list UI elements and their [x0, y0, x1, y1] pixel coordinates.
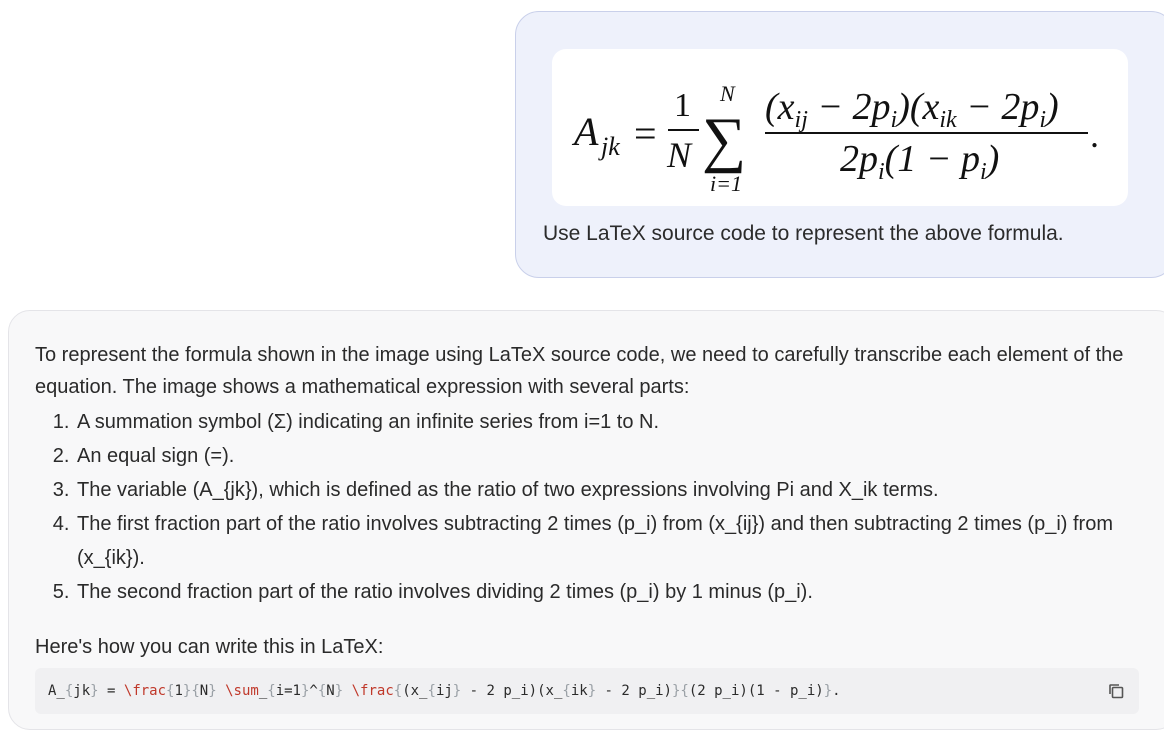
assistant-intro: To represent the formula shown in the im…	[35, 344, 1124, 398]
code-token	[343, 683, 351, 699]
formula-equals: =	[634, 111, 657, 156]
code-token: _	[258, 683, 268, 699]
code-token: (x_	[402, 683, 428, 699]
user-message-text: Use LaTeX source code to represent the a…	[543, 222, 1064, 245]
formula-denominator: 2pi(1 − pi)	[840, 138, 999, 185]
list-item: The variable (A_{jk}), which is defined …	[75, 473, 1145, 507]
code-token: N	[199, 683, 209, 699]
code-token: {	[427, 683, 436, 699]
code-token: N	[326, 683, 335, 699]
assistant-message: To represent the formula shown in the im…	[8, 310, 1164, 730]
steps-list: A summation symbol (Σ) indicating an inf…	[35, 405, 1145, 609]
code-token: =	[98, 683, 124, 699]
code-token: {	[64, 683, 74, 699]
code-token: {	[166, 683, 175, 699]
code-token: }{	[671, 683, 689, 699]
formula-sum-upper: N	[719, 81, 736, 106]
code-token: (2 p_i)(1 - p_i)	[688, 683, 824, 699]
code-token: }	[300, 683, 310, 699]
code-token: i=1	[275, 683, 301, 699]
code-token: - 2 p_i)	[596, 683, 672, 699]
code-token: {	[317, 683, 327, 699]
formula-image: A jk = 1 N N ∑ i=1 (xij − 2pi)(xik − 2pi…	[552, 49, 1128, 206]
code-token: }	[90, 683, 99, 699]
code-token: {	[267, 683, 276, 699]
code-token: }	[587, 683, 597, 699]
code-token: ij	[435, 683, 453, 699]
list-item: An equal sign (=).	[75, 439, 1145, 473]
formula-period: .	[1090, 115, 1099, 155]
code-token: 1	[174, 683, 183, 699]
code-token: - 2 p_i)(x_	[461, 683, 563, 699]
formula-numerator: (xij − 2pi)(xik − 2pi)	[765, 86, 1059, 133]
code-token: }	[334, 683, 344, 699]
code-keyword: \frac	[123, 683, 167, 699]
formula-sum-lower: i=1	[710, 171, 742, 196]
code-keyword: \sum	[225, 683, 259, 699]
formula-lhs-sub: jk	[598, 132, 620, 161]
formula-lhs: A	[571, 109, 599, 154]
code-block[interactable]: A_{jk} = \frac{1}{N} \sum_{i=1}^{N} \fra…	[35, 668, 1139, 714]
code-token: }{	[182, 683, 200, 699]
formula-sum-symbol: ∑	[702, 106, 746, 174]
code-token: ik	[570, 683, 588, 699]
code-token: {	[562, 683, 571, 699]
code-token	[217, 683, 225, 699]
formula-rendering: A jk = 1 N N ∑ i=1 (xij − 2pi)(xik − 2pi…	[571, 81, 1099, 196]
formula-frac-den: N	[666, 135, 693, 175]
code-token: A_	[48, 683, 65, 699]
code-token: .	[832, 683, 841, 699]
user-message-bubble: A jk = 1 N N ∑ i=1 (xij − 2pi)(xik − 2pi…	[515, 11, 1164, 278]
code-token: jk	[73, 683, 91, 699]
code-token: }	[452, 683, 462, 699]
formula-frac-num: 1	[674, 87, 691, 124]
code-token: ^	[309, 683, 318, 699]
code-token: }	[208, 683, 217, 699]
code-token: {	[393, 683, 403, 699]
assistant-outro: Here's how you can write this in LaTeX:	[35, 636, 384, 658]
list-item: The second fraction part of the ratio in…	[75, 575, 1145, 609]
list-item: The first fraction part of the ratio inv…	[75, 507, 1145, 575]
code-keyword: \frac	[351, 683, 394, 699]
code-token: }	[823, 683, 833, 699]
list-item: A summation symbol (Σ) indicating an inf…	[75, 405, 1145, 439]
copy-icon[interactable]	[1107, 682, 1125, 700]
